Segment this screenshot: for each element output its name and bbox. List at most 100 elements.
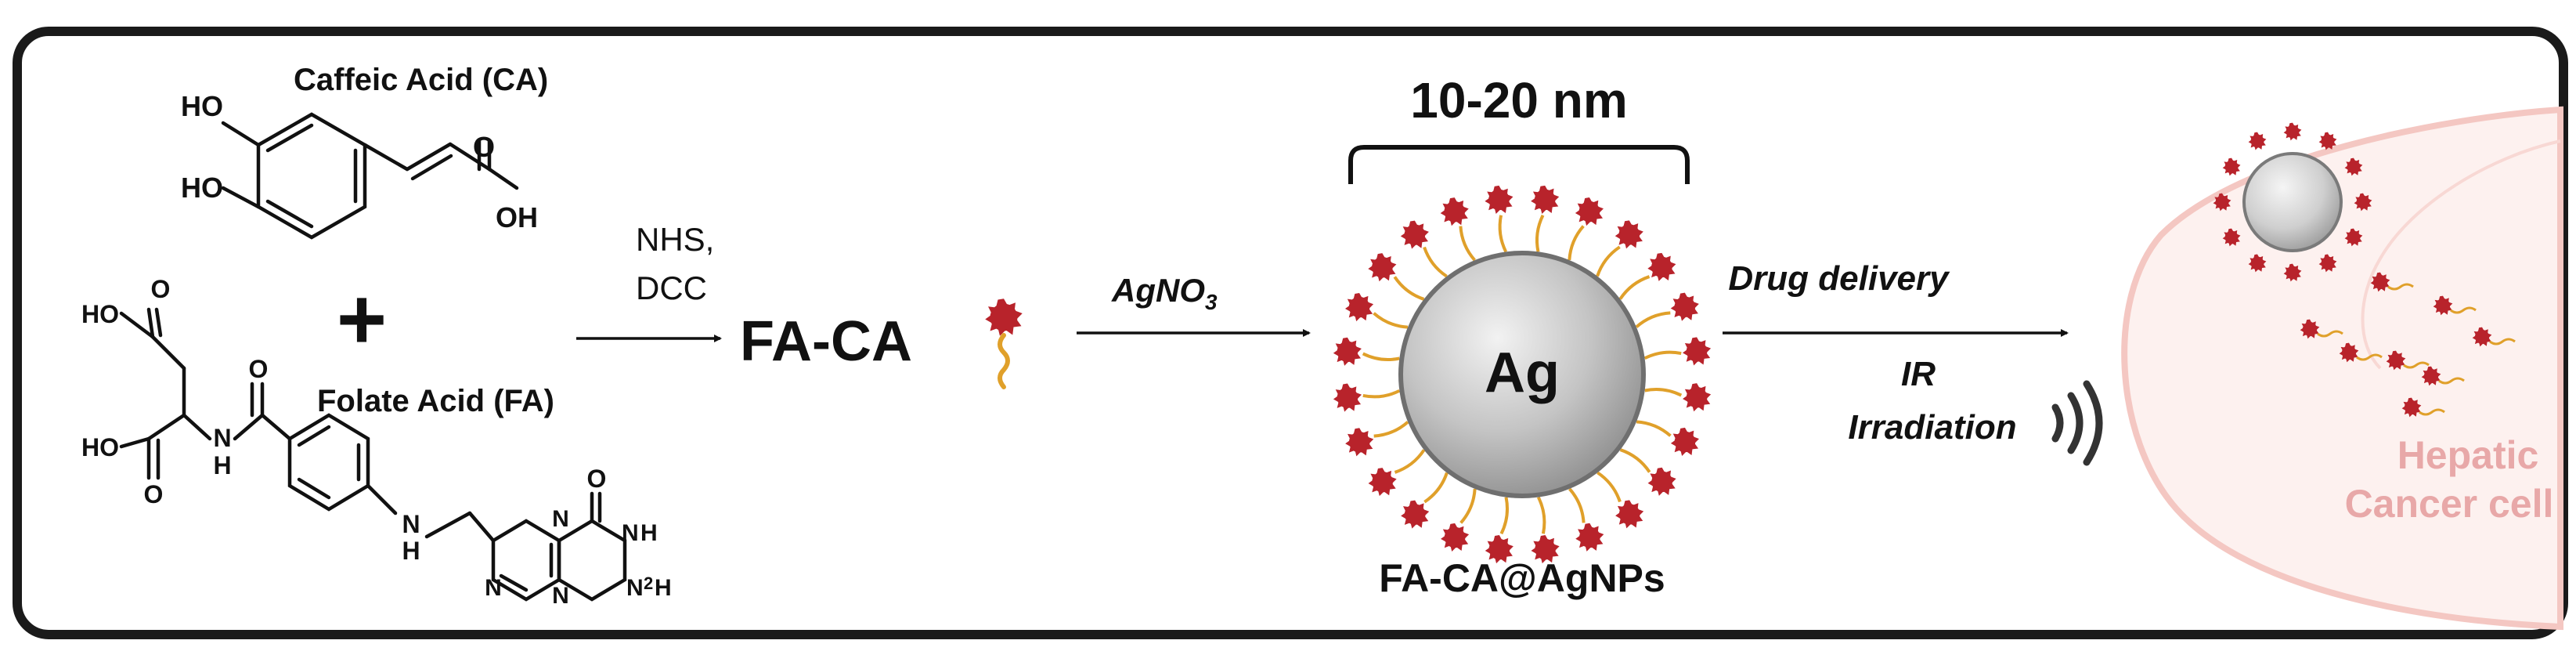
ligand-ball <box>1368 253 1397 282</box>
atom-label: 2 <box>644 573 653 593</box>
product-fa-ca: FA-CA <box>740 310 912 373</box>
plus-sign: + <box>337 271 387 367</box>
ligand-ball <box>1615 500 1644 529</box>
atom-label: N <box>622 520 639 546</box>
free-ligand-linker <box>2403 361 2430 369</box>
atom-label: H <box>402 537 420 565</box>
cell-ligand-ball <box>2222 157 2241 176</box>
ligand-linker <box>1373 421 1409 438</box>
ligand-ball <box>1682 337 1712 366</box>
ligand-linker <box>1362 389 1401 399</box>
cell-label-line1: Hepatic <box>2397 433 2539 477</box>
ligand-ball <box>1345 428 1374 457</box>
core-label: Ag <box>1485 342 1560 404</box>
cancer-cell-nucleus <box>2361 139 2561 370</box>
caffeic-acid-name: Caffeic Acid (CA) <box>294 63 548 97</box>
ligand-ball <box>1344 293 1374 322</box>
ligand-linker <box>1423 246 1448 278</box>
ligand-ball <box>1333 337 1362 366</box>
folate-acid-name: Folate Acid (FA) <box>317 384 554 418</box>
ligand-linker <box>1596 471 1622 503</box>
ligand-linker <box>1635 311 1671 328</box>
reagent-nhs: NHS, <box>636 221 714 258</box>
internalized-nanoparticle <box>2242 152 2343 252</box>
ligand-ball <box>1575 197 1604 226</box>
ligand-linker <box>1362 352 1400 361</box>
ligand-linker <box>1596 245 1621 277</box>
ligand-linker <box>1499 497 1509 535</box>
ligand-icon <box>985 298 1023 389</box>
free-ligand-linker <box>2356 353 2383 361</box>
atom-label: OH <box>496 201 538 233</box>
ligand-linker <box>1459 488 1477 524</box>
ligand-ball <box>1670 292 1699 321</box>
size-bracket <box>1348 145 1690 184</box>
ligand-linker <box>1373 312 1409 329</box>
atom-label: H <box>655 575 672 601</box>
ligand-linker <box>1636 420 1672 437</box>
free-ligand-linker <box>2489 338 2516 345</box>
atom-label: H <box>640 520 658 546</box>
ligand-linker <box>1618 275 1651 300</box>
atom-label: O <box>151 275 171 303</box>
ligand-linker <box>1568 487 1586 523</box>
ag-core <box>1398 251 1646 498</box>
size-label: 10-20 nm <box>1410 72 1627 128</box>
ligand-ball <box>1647 252 1676 281</box>
ligand-linker <box>1394 449 1426 474</box>
atom-label: O <box>587 465 607 493</box>
ligand-ball <box>1441 523 1470 552</box>
free-ligand-linker <box>2450 306 2477 314</box>
cell-ligands <box>2213 122 2516 418</box>
nanoparticle-name: FA-CA@AgNPs <box>1379 556 1665 600</box>
ligand-ball <box>1368 468 1397 497</box>
free-ligand-linker <box>2438 377 2465 385</box>
atom-label: O <box>249 355 269 383</box>
atom-label: N <box>213 424 231 452</box>
drug-delivery-label: Drug delivery <box>1728 259 1950 298</box>
atom-label: HO <box>181 90 223 122</box>
ligand-linker <box>1459 226 1476 262</box>
reagent-agno3: AgNO3 <box>1111 272 1218 314</box>
ligand-ball <box>1670 427 1700 456</box>
ligand-ball <box>1440 197 1469 226</box>
ligand-linker <box>1498 215 1508 253</box>
atom-label: N <box>626 575 644 601</box>
atom-label: HO <box>81 300 119 328</box>
ligand-linker <box>1393 276 1425 301</box>
ligand-ball <box>1531 185 1560 214</box>
ir-label: IR <box>1901 355 1936 393</box>
cell-ligand-ball <box>2248 132 2267 150</box>
ligand-ball <box>1683 383 1712 412</box>
ligand-linker <box>1619 448 1651 473</box>
atom-label: O <box>144 480 164 508</box>
ir-wave-icon <box>2051 380 2103 466</box>
free-ligand-linker <box>2387 283 2414 291</box>
irradiation-label: Irradiation <box>1848 408 2016 447</box>
cancer-cell-membrane <box>2121 106 2563 631</box>
ligand-ball <box>1401 500 1430 529</box>
ligand-linker <box>1535 214 1545 252</box>
ligand-linker <box>1536 496 1546 534</box>
atom-label: O <box>473 131 495 163</box>
atom-label: N <box>552 583 569 609</box>
ligand-ball <box>1615 220 1643 249</box>
nanoparticle-ligands <box>1333 185 1712 564</box>
ligand-linker <box>1423 472 1449 504</box>
cell-label-line2: Cancer cell <box>2345 482 2554 526</box>
free-ligand-linker <box>2317 330 2343 338</box>
ligand-ball <box>1575 523 1604 552</box>
atom-label: HO <box>81 433 119 461</box>
caffeic-acid-structure <box>221 112 519 240</box>
ligand-ball <box>1485 185 1513 215</box>
ligand-ball <box>1400 220 1429 249</box>
atom-label: N <box>552 506 569 532</box>
cell-ligand-ball <box>2283 122 2302 141</box>
atom-label: HO <box>181 172 223 204</box>
ligand-linker <box>1568 225 1585 261</box>
atom-label: H <box>213 451 231 479</box>
ligand-ball <box>1647 467 1676 496</box>
reagent-dcc: DCC <box>636 270 707 306</box>
atom-label: N <box>485 575 502 601</box>
